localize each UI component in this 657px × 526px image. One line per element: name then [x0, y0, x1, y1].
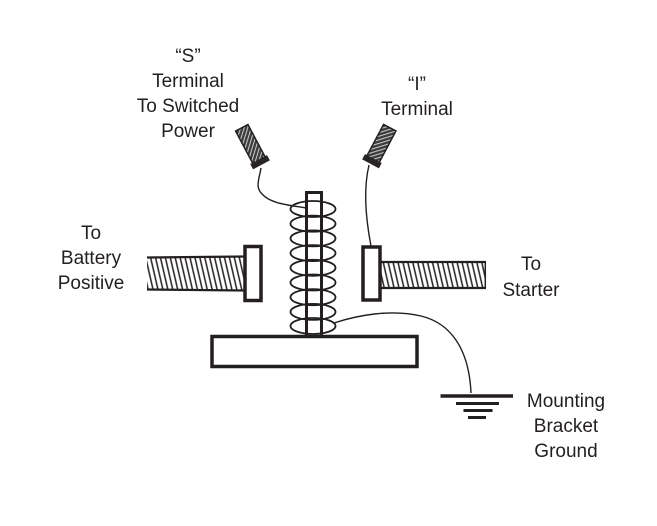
mounting-ground-label: Mounting Bracket Ground	[527, 389, 605, 464]
battery-positive-label-line: Positive	[57, 273, 125, 294]
mounting-bracket-base	[210, 334, 419, 369]
solenoid-coil-icon	[289, 200, 337, 335]
i-terminal-stud-icon	[362, 123, 397, 169]
starter-bolt-icon	[380, 260, 487, 290]
ground-wire	[333, 312, 472, 394]
s-terminal-label-line: “S”	[175, 46, 201, 67]
s-terminal-label-line: Power	[161, 121, 215, 142]
i-terminal-label-line: “I”	[408, 74, 426, 95]
starter-label: To Starter	[502, 252, 559, 304]
starter-label-line: To	[520, 254, 542, 275]
i-terminal-label: “I” Terminal	[381, 72, 453, 122]
battery-bolt-icon	[146, 255, 246, 292]
i-terminal-wire	[364, 164, 372, 247]
i-terminal-label-line: Terminal	[381, 99, 453, 120]
ground-symbol-icon	[440, 394, 513, 419]
mounting-ground-label-line: Mounting	[526, 391, 606, 412]
battery-positive-label: To Battery Positive	[58, 221, 125, 296]
s-terminal-stud-icon	[234, 123, 270, 170]
starter-label-line: Starter	[502, 280, 560, 301]
s-terminal-label-line: To Switched	[136, 96, 240, 117]
battery-terminal-plate	[243, 244, 263, 303]
s-terminal-wire	[257, 167, 307, 209]
battery-positive-label-line: To	[80, 223, 102, 244]
s-terminal-label: “S” Terminal To Switched Power	[137, 44, 239, 144]
battery-positive-label-line: Battery	[60, 248, 122, 269]
s-terminal-label-line: Terminal	[152, 71, 224, 92]
starter-terminal-plate	[361, 245, 382, 302]
mounting-ground-label-line: Bracket	[533, 416, 599, 437]
mounting-ground-label-line: Ground	[534, 441, 598, 462]
